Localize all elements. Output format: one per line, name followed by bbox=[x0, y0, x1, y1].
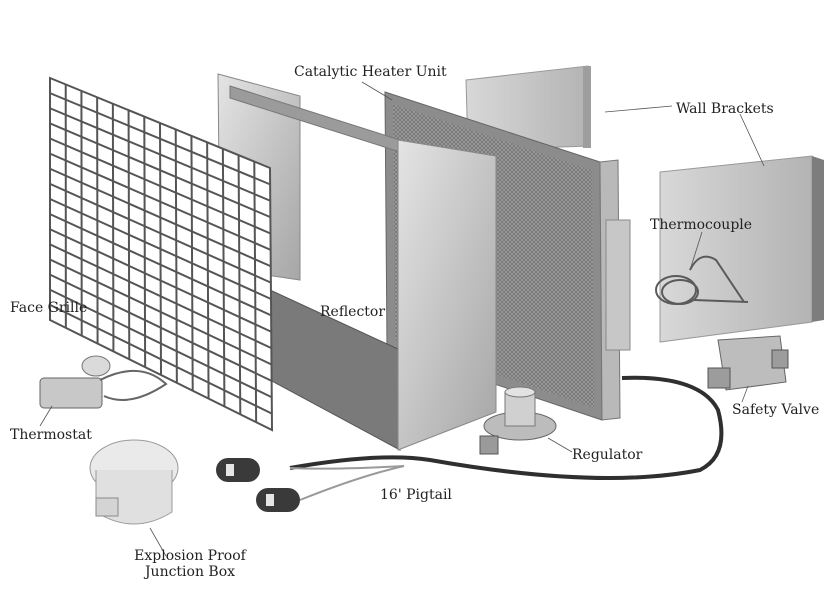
grille-wire bbox=[49, 167, 272, 268]
grille-wire bbox=[49, 273, 273, 382]
grille-wire bbox=[49, 288, 273, 399]
label-reflector: Reflector bbox=[320, 304, 386, 320]
leader-wall-brackets-2 bbox=[739, 113, 765, 167]
thermostat bbox=[39, 355, 168, 409]
grille-wire bbox=[49, 122, 271, 219]
label-junction-box-line1: Explosion Proof bbox=[134, 548, 246, 564]
leader-junction-box bbox=[149, 527, 167, 557]
leader-lines bbox=[39, 81, 765, 557]
leader-wall-brackets-1 bbox=[604, 105, 673, 113]
label-safety-valve: Safety Valve bbox=[732, 402, 820, 418]
grille-wire bbox=[49, 303, 273, 415]
safety-valve bbox=[707, 335, 789, 391]
label-wall-brackets: Wall Brackets bbox=[676, 101, 774, 117]
grille-wire bbox=[49, 182, 272, 284]
label-thermostat: Thermostat bbox=[10, 427, 92, 443]
wall-bracket-front bbox=[659, 155, 824, 343]
grille-wire bbox=[49, 137, 271, 235]
grille-wire bbox=[49, 92, 271, 186]
label-regulator: Regulator bbox=[572, 447, 643, 463]
label-face-grille: Face Grille bbox=[10, 300, 88, 316]
pigtail-cable bbox=[216, 375, 724, 512]
grille-wire bbox=[49, 243, 272, 350]
label-pigtail: 16' Pigtail bbox=[380, 487, 452, 503]
grille-wire bbox=[49, 198, 272, 300]
grille-wire bbox=[49, 258, 272, 366]
leader-safety-valve bbox=[741, 385, 749, 403]
grille-wire bbox=[49, 107, 271, 202]
thermocouple bbox=[655, 255, 749, 305]
regulator bbox=[479, 386, 557, 455]
grille-wire bbox=[49, 228, 272, 333]
label-catalytic-heater-unit: Catalytic Heater Unit bbox=[294, 64, 447, 80]
leader-catalytic bbox=[361, 81, 393, 101]
leader-regulator bbox=[547, 437, 573, 453]
label-junction-box-line2: Junction Box bbox=[144, 564, 236, 580]
grille-wire bbox=[49, 213, 272, 317]
label-thermocouple: Thermocouple bbox=[650, 217, 753, 233]
label-junction-box: Explosion Proof Junction Box bbox=[120, 548, 260, 580]
explosion-proof-junction-box bbox=[89, 439, 179, 525]
grille-wire bbox=[49, 152, 272, 251]
leader-thermostat bbox=[39, 405, 53, 427]
leader-thermocouple bbox=[689, 231, 703, 271]
face-grille bbox=[49, 76, 274, 432]
